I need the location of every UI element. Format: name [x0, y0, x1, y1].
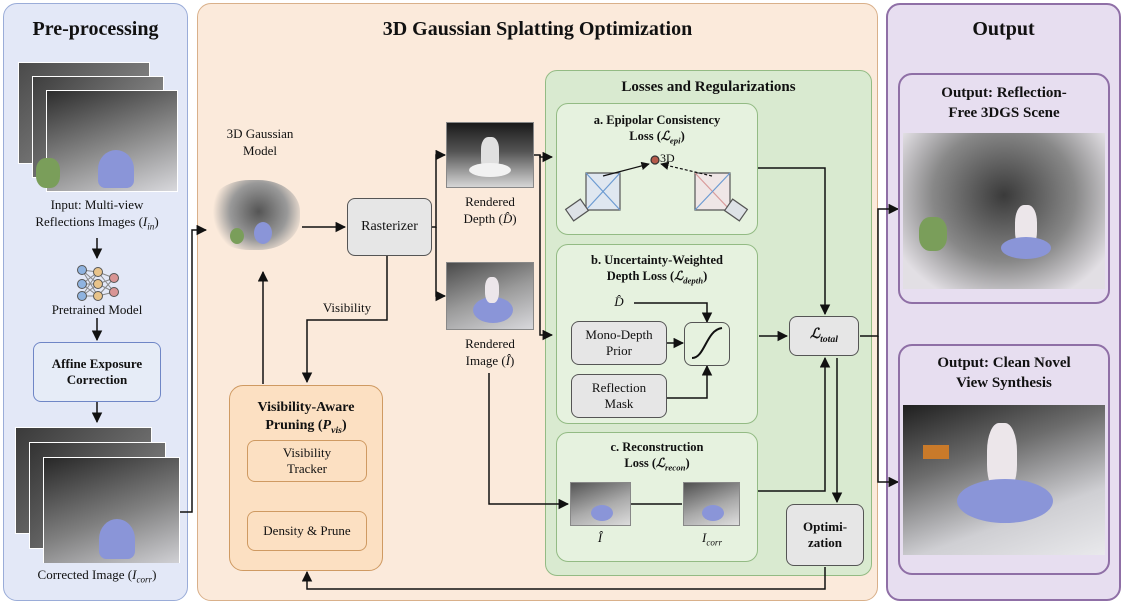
- corrected-images-stack: [15, 427, 181, 563]
- rendered-depth-image: [446, 122, 534, 188]
- pretrained-model-label: Pretrained Model: [51, 302, 143, 317]
- icorr-label: Icorr: [701, 530, 722, 548]
- corrected-image-label: Corrected Image (Icorr): [37, 567, 157, 585]
- reconstruction-loss-title: c. Reconstruction Loss (ℒrecon): [610, 440, 704, 473]
- rasterizer-box: Rasterizer: [347, 198, 432, 256]
- rendered-image-label: Rendered Image (Î): [465, 336, 515, 368]
- preprocessing-title: Pre-processing: [32, 18, 159, 40]
- output-1-title: Output: Reflection-Free 3DGS Scene: [941, 85, 1067, 121]
- input-images-stack: [18, 62, 178, 192]
- density-prune-box: Density & Prune: [247, 511, 367, 551]
- epipolar-diagram: [564, 155, 749, 222]
- rendered-image: [446, 262, 534, 330]
- epipolar-loss-title: a. Epipolar Consistency Loss (ℒepi): [593, 113, 721, 146]
- recon-rendered-thumb: [570, 482, 631, 526]
- losses-title: Losses and Regularizations: [621, 79, 796, 95]
- ihat-label: Î: [597, 530, 603, 545]
- total-loss-box: ℒtotal: [789, 316, 859, 356]
- epipolar-loss-box: [556, 103, 758, 235]
- visibility-label: Visibility: [322, 300, 372, 315]
- optimization-title: 3D Gaussian Splatting Optimization: [382, 18, 693, 40]
- sigmoid-weighting-box: [684, 322, 730, 366]
- novel-view-image: [903, 405, 1105, 555]
- rendered-depth-label: Rendered Depth (D̂): [463, 194, 517, 226]
- depth-loss-title: b. Uncertainty-Weighted Depth Loss (ℒdep…: [591, 253, 723, 286]
- input-label: Input: Multi-view Reflections Images (Ii…: [35, 197, 159, 232]
- neural-network-icon: [77, 265, 119, 301]
- reflection-free-scene-image: [903, 133, 1105, 289]
- optimization-box: Optimi-zation: [786, 504, 864, 566]
- dhat-label: D̂: [614, 294, 624, 309]
- recon-corrected-thumb: [683, 482, 740, 526]
- point-3d-label: 3D: [660, 151, 675, 165]
- output-title: Output: [972, 18, 1035, 40]
- pruning-title: Visibility-Aware Pruning (Pvis): [257, 400, 355, 436]
- gaussian-model-image: [206, 170, 304, 266]
